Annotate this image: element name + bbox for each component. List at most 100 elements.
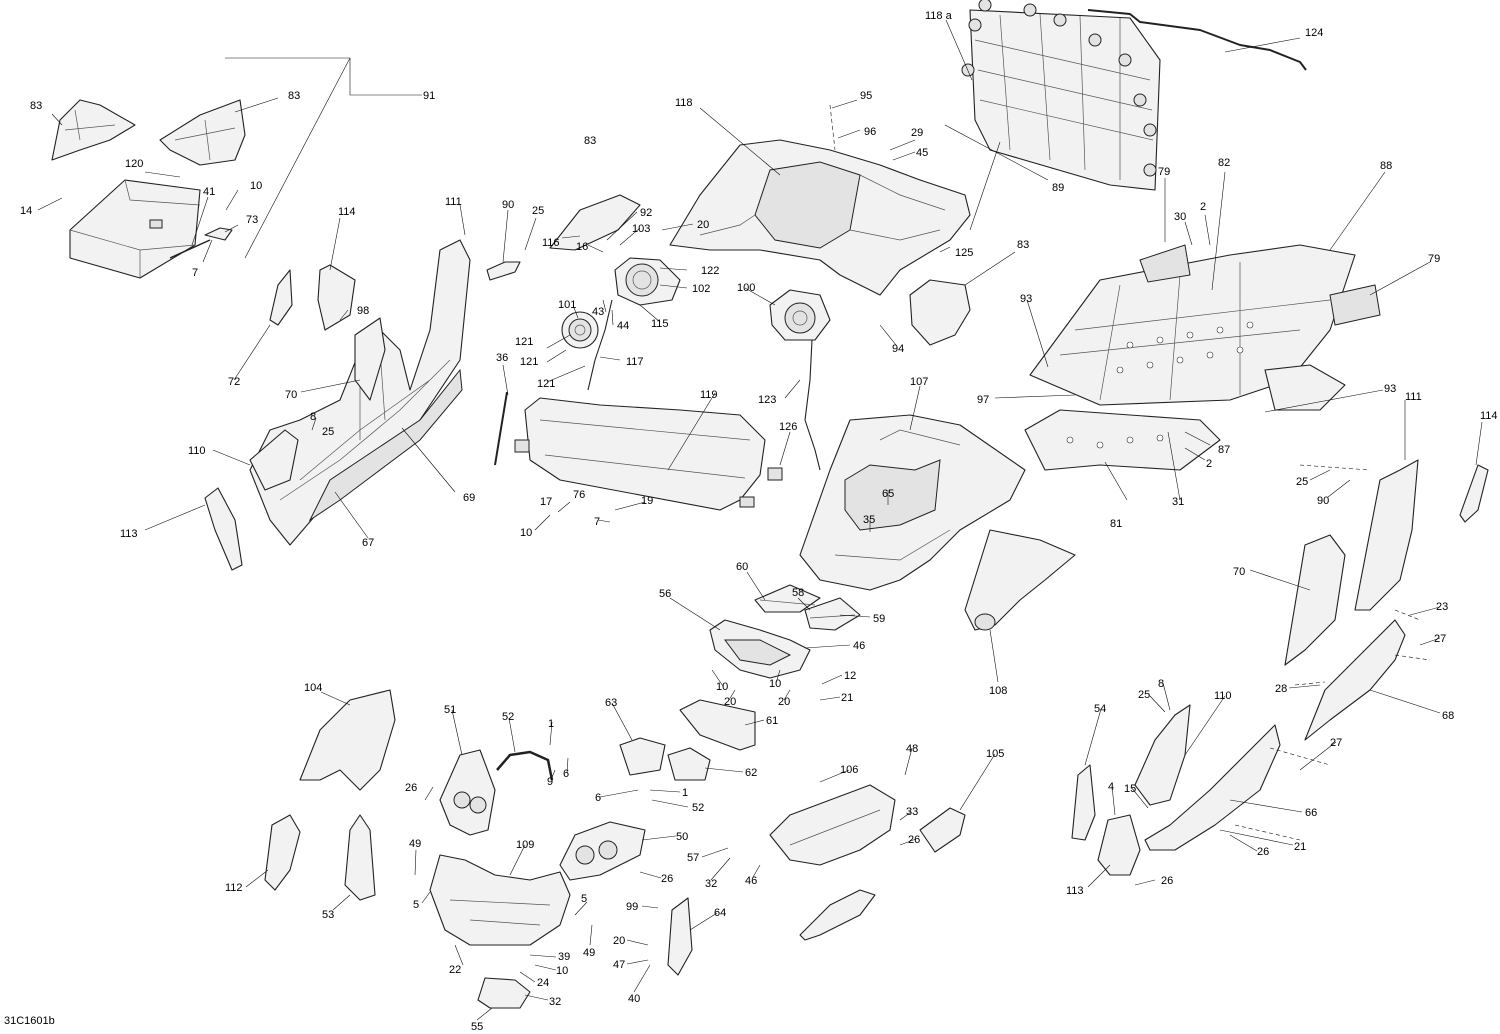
part-label-104: 104 <box>304 682 322 694</box>
part-label-73: 73 <box>246 214 258 226</box>
left-side-frame <box>249 239 471 546</box>
part-label-115: 115 <box>651 318 669 330</box>
part-label-56: 56 <box>659 588 671 600</box>
part-label-20-b: 20 <box>724 696 736 708</box>
part-label-87: 87 <box>1218 444 1230 456</box>
part-label-97: 97 <box>977 394 989 406</box>
part-label-70-a: 70 <box>285 389 297 401</box>
part-label-123: 123 <box>758 394 776 406</box>
right-panel-113 <box>1097 814 1141 876</box>
part-label-35: 35 <box>863 514 875 526</box>
part-label-2-a: 2 <box>1200 201 1206 213</box>
part-label-126: 126 <box>779 421 797 433</box>
front-body-107 <box>799 414 1026 591</box>
part-label-26-a: 26 <box>405 782 417 794</box>
part-label-105: 105 <box>986 748 1004 760</box>
left-panel-70 <box>354 317 386 401</box>
part-label-48: 48 <box>906 743 918 755</box>
part-label-120: 120 <box>125 158 143 170</box>
part-label-60: 60 <box>736 561 748 573</box>
part-label-67: 67 <box>362 537 374 549</box>
panel-63 <box>619 737 666 776</box>
center-cover-83 <box>549 194 641 251</box>
part-labels: 118 a 124 91 83 83 120 41 10 14 73 7 95 … <box>4 10 1498 1033</box>
bracket-55 <box>477 977 531 1009</box>
part-label-20-d: 20 <box>613 935 625 947</box>
part-label-55: 55 <box>471 1021 483 1033</box>
part-label-6-b: 6 <box>595 792 601 804</box>
part-label-119: 119 <box>700 389 718 401</box>
right-panel-66 <box>1144 724 1281 851</box>
part-label-2-b: 2 <box>1206 458 1212 470</box>
part-label-43: 43 <box>592 306 604 318</box>
part-label-98: 98 <box>357 305 369 317</box>
part-label-125: 125 <box>955 247 973 259</box>
part-label-31: 31 <box>1172 496 1184 508</box>
part-label-36: 36 <box>496 352 508 364</box>
part-label-9: 9 <box>547 776 553 788</box>
part-label-5-a: 5 <box>413 899 419 911</box>
speaker-101 <box>561 311 599 349</box>
part-label-24: 24 <box>537 977 549 989</box>
part-label-23: 23 <box>1436 601 1448 613</box>
part-label-10-d: 10 <box>769 678 781 690</box>
part-label-66: 66 <box>1305 807 1317 819</box>
part-label-6-a: 6 <box>563 768 569 780</box>
panel-64 <box>667 897 693 976</box>
part-label-41: 41 <box>203 186 215 198</box>
part-label-25-c: 25 <box>1296 476 1308 488</box>
top-left-covers <box>51 99 246 166</box>
part-label-10-c: 10 <box>716 681 728 693</box>
right-panel-54 <box>1071 764 1096 841</box>
headlight-50 <box>559 821 646 881</box>
part-label-63: 63 <box>605 697 617 709</box>
rear-cable <box>1087 9 1307 71</box>
floor-panels <box>1024 244 1381 471</box>
part-label-28: 28 <box>1275 683 1287 695</box>
part-label-25-a: 25 <box>532 205 544 217</box>
right-cover-83 <box>909 279 971 346</box>
part-label-58: 58 <box>792 587 804 599</box>
small-bracket-90 <box>486 261 521 281</box>
part-label-70-b: 70 <box>1233 566 1245 578</box>
part-label-110-a: 110 <box>188 445 206 457</box>
part-label-68: 68 <box>1442 710 1454 722</box>
part-label-114-b: 114 <box>1480 410 1498 422</box>
part-label-32-a: 32 <box>705 878 717 890</box>
part-label-116: 116 <box>542 237 560 249</box>
part-label-117: 117 <box>626 356 644 368</box>
part-label-90-b: 90 <box>1317 495 1329 507</box>
small-bracket <box>204 227 233 241</box>
skid-strip <box>799 889 876 941</box>
part-label-96: 96 <box>864 126 876 138</box>
part-label-22: 22 <box>449 964 461 976</box>
part-label-19: 19 <box>641 495 653 507</box>
part-label-27-a: 27 <box>1434 633 1446 645</box>
part-label-95: 95 <box>860 90 872 102</box>
part-label-44: 44 <box>617 320 629 332</box>
part-label-79-b: 79 <box>1428 253 1440 265</box>
grilles <box>754 584 861 631</box>
part-label-30: 30 <box>1174 211 1186 223</box>
floor-holes <box>1066 321 1254 449</box>
part-label-52-a: 52 <box>502 711 514 723</box>
left-panel-72 <box>269 269 293 326</box>
part-label-111-a: 111 <box>445 196 462 208</box>
part-label-89: 89 <box>1052 182 1064 194</box>
front-bumper-109 <box>429 854 571 946</box>
part-label-92: 92 <box>640 207 652 219</box>
storage-box <box>69 179 201 279</box>
speaker-housing-102 <box>614 257 681 306</box>
part-label-118: 118 <box>675 97 693 109</box>
panel-112 <box>264 814 301 891</box>
part-label-47: 47 <box>613 959 625 971</box>
part-label-10-b: 10 <box>520 527 532 539</box>
front-left-fender-104 <box>299 689 396 791</box>
part-label-26-d: 26 <box>908 834 920 846</box>
part-label-83-b: 83 <box>288 90 300 102</box>
panel-105 <box>919 807 966 853</box>
roof-118 <box>669 139 971 296</box>
front-grille-frame-56 <box>709 619 811 679</box>
part-label-21-b: 21 <box>1294 841 1306 853</box>
panel-62 <box>667 747 711 781</box>
